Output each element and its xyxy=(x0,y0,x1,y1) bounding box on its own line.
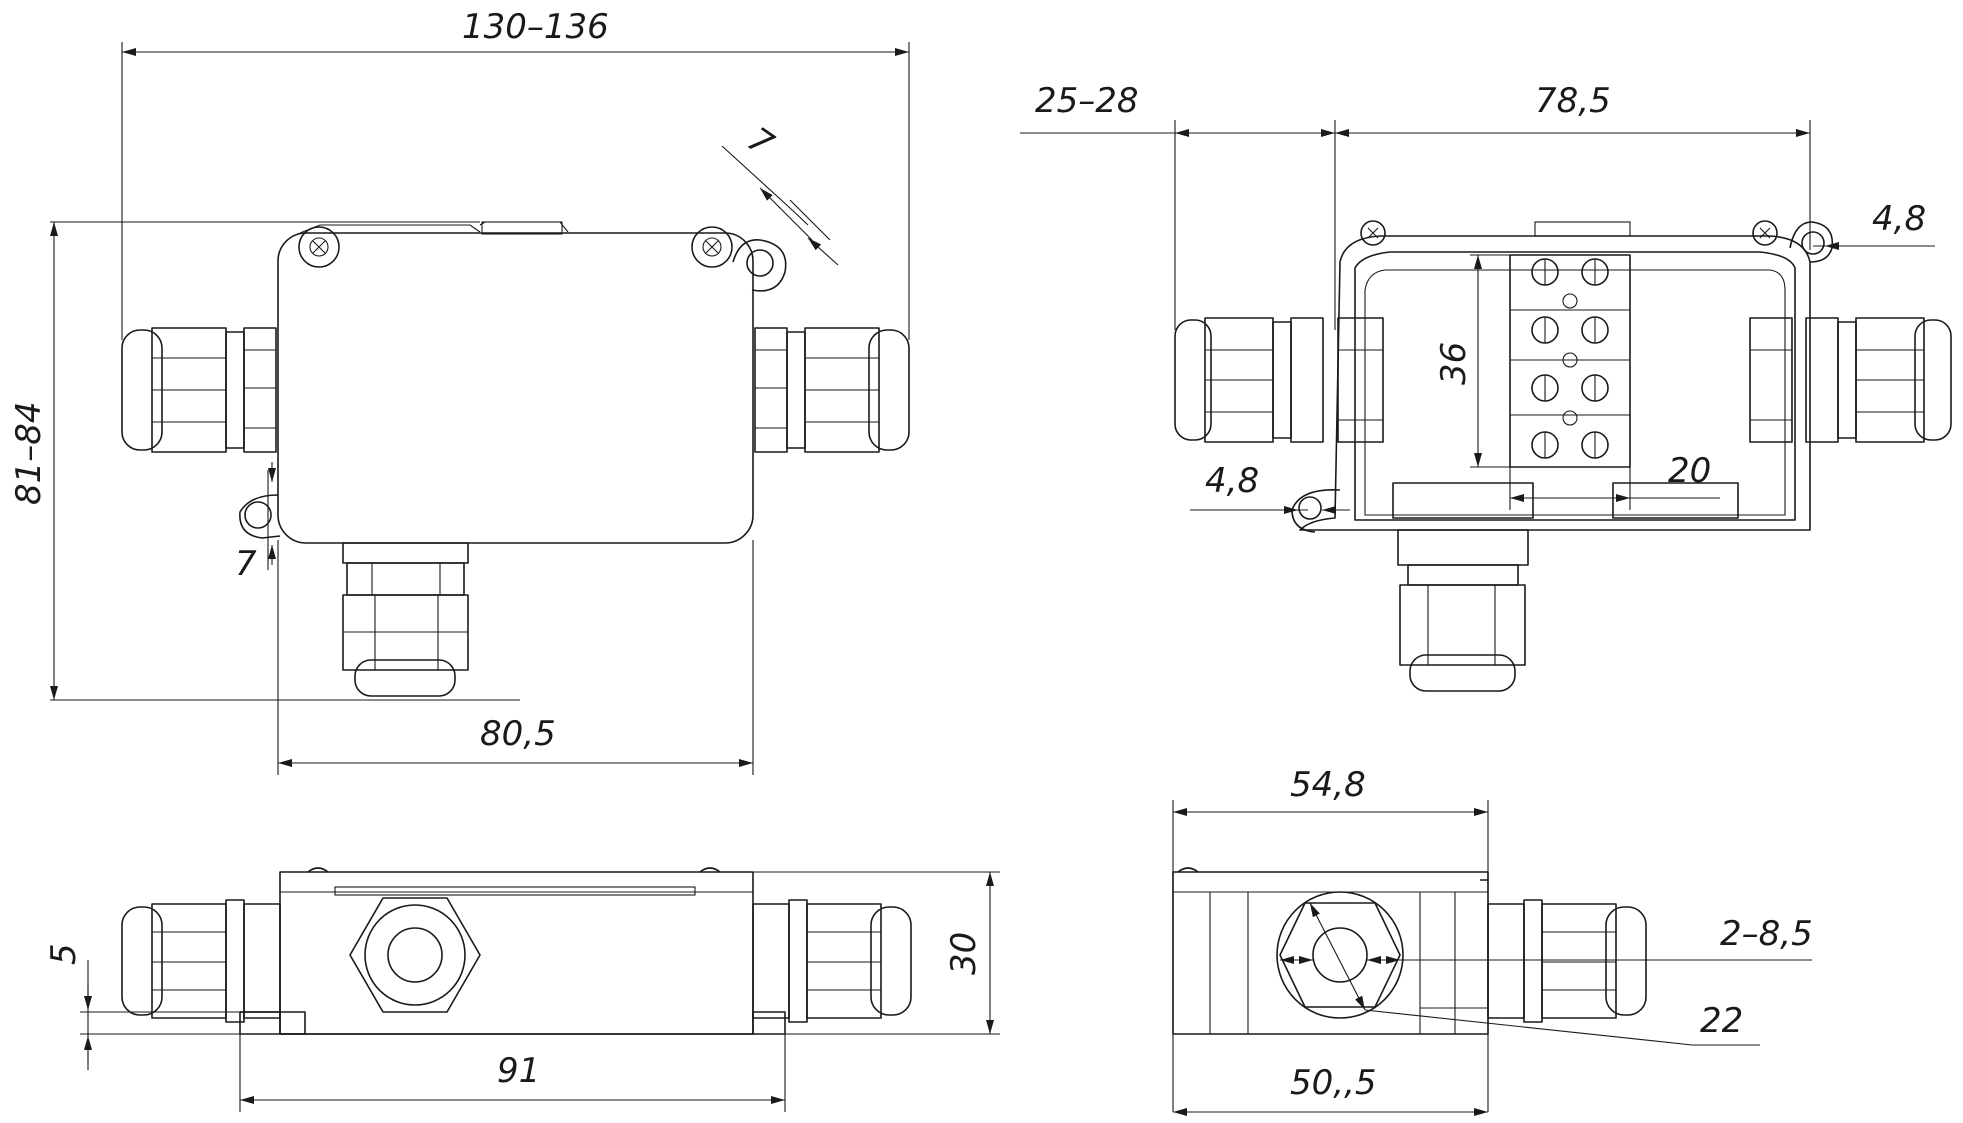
side-view: 30 5 91 xyxy=(44,867,1000,1112)
end-cable-gland xyxy=(1276,891,1404,1019)
right-cable-gland xyxy=(1749,317,1952,443)
dim-lug-left: 4,8 xyxy=(1205,461,1259,501)
screw-icon xyxy=(298,226,340,268)
left-cable-gland xyxy=(121,899,281,1023)
dim-total-height: 30 xyxy=(944,932,984,975)
terminal-block xyxy=(1509,254,1631,468)
mounting-lug xyxy=(732,239,787,292)
dim-terminal-width: 20 xyxy=(1668,451,1711,491)
dim-body-width: 80,5 xyxy=(480,714,556,754)
center-gland-nut xyxy=(349,897,481,1013)
dim-mount-distance: 91 xyxy=(497,1051,540,1091)
dim-height: 81–84 xyxy=(9,401,49,505)
top-open-view: 25–28 78,5 4,8 36 4,8 20 xyxy=(1020,81,1952,692)
mounting-lug xyxy=(1291,489,1341,533)
dim-cable-range: 2–8,5 xyxy=(1720,914,1813,954)
mounting-lug xyxy=(239,494,281,539)
dim-gland-length: 25–28 xyxy=(1035,81,1139,121)
right-cable-gland xyxy=(754,327,910,453)
dim-lug-offset: 7 xyxy=(235,544,257,584)
screw-icon xyxy=(1360,220,1386,246)
terminal-screw-icon xyxy=(1531,258,1609,459)
dim-body-length: 78,5 xyxy=(1535,81,1611,121)
end-housing xyxy=(1172,871,1489,1035)
right-cable-gland xyxy=(752,899,912,1023)
mounting-lug xyxy=(1789,221,1834,263)
right-cable-gland xyxy=(1487,899,1647,1023)
dim-lug-right: 4,8 xyxy=(1872,199,1926,239)
dim-top-width: 54,8 xyxy=(1290,765,1366,805)
front-housing xyxy=(277,232,754,544)
bottom-cable-gland xyxy=(1392,482,1739,692)
left-cable-gland xyxy=(1174,317,1384,443)
lid-latch xyxy=(481,221,563,235)
bottom-cable-gland xyxy=(342,542,469,697)
left-cable-gland xyxy=(121,327,277,453)
dim-gland-size: 22 xyxy=(1700,1001,1743,1041)
dim-bottom-width: 50,,5 xyxy=(1290,1063,1377,1103)
dim-terminal-height: 36 xyxy=(1434,342,1474,385)
screw-icon xyxy=(1752,220,1778,246)
dim-overall-length: 130–136 xyxy=(462,7,609,47)
screw-icon xyxy=(691,226,733,268)
end-view: 54,8 2–8,5 22 50,,5 xyxy=(1172,765,1813,1116)
dim-base: 5 xyxy=(44,943,84,965)
front-view: 130–136 81–84 80,5 7 7 xyxy=(9,7,910,775)
dim-lug-hole: 7 xyxy=(740,120,781,165)
